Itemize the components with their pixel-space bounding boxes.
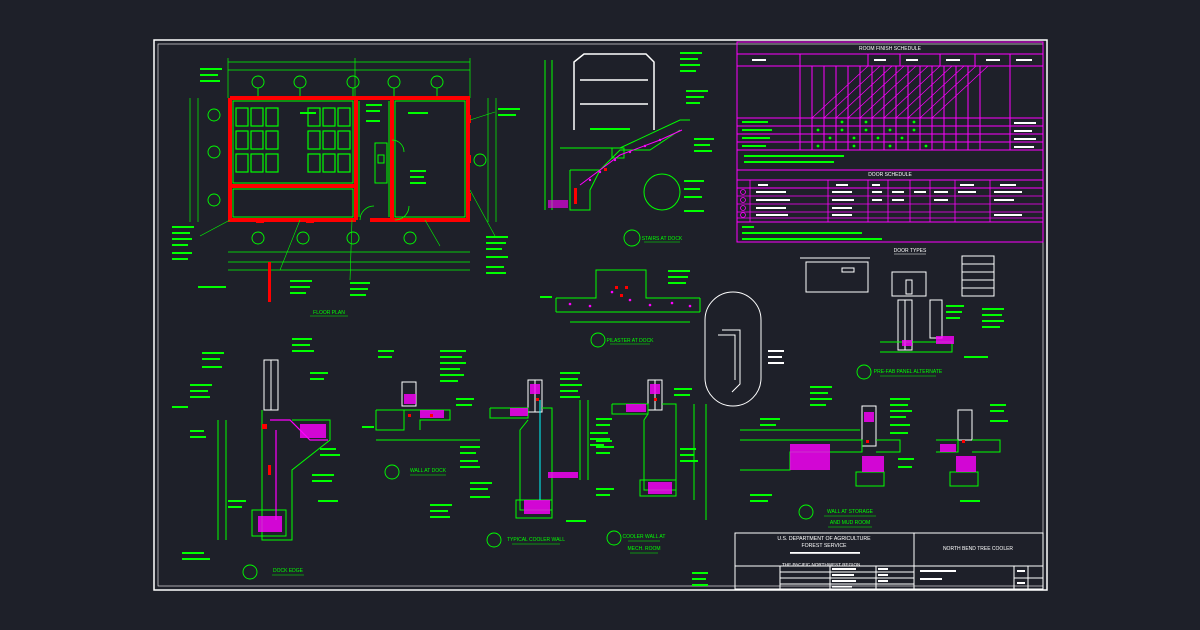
region-name: THE PACIFIC NORTHWEST REGION [782, 562, 860, 567]
sheet-border [153, 39, 1048, 591]
stairs-at-dock-detail: STAIRS AT DOCK [544, 52, 714, 247]
mech-room-title: MECH. ROOM [627, 546, 660, 552]
dock-edge-detail: DOCK EDGE [172, 338, 340, 580]
wall-at-dock-title: WALL AT DOCK [410, 468, 447, 474]
stairs-at-dock-title: STAIRS AT DOCK [642, 236, 683, 242]
door-schedule-title: DOOR SCHEDULE [868, 172, 912, 178]
wall-at-dock-detail: WALL AT DOCK [362, 350, 480, 480]
floor-plan: FLOOR PLAN [172, 58, 520, 317]
cooler-wall-at-mech-room-detail: COOLER WALL AT MECH. ROOM [590, 379, 708, 586]
dock-edge-title: DOCK EDGE [273, 568, 304, 574]
sheet-inner-border [157, 43, 1044, 587]
agency-name: U.S. DEPARTMENT OF AGRICULTURE [777, 536, 871, 542]
typical-cooler-wall-detail: TYPICAL COOLER WALL [430, 372, 614, 548]
room-finish-schedule-title: ROOM FINISH SCHEDULE [859, 46, 922, 52]
wall-at-storage-title: WALL AT STORAGE [827, 509, 874, 515]
door-types-title: DOOR TYPES [894, 248, 927, 254]
door-schedule: DOOR SCHEDULE [737, 172, 1043, 222]
typical-cooler-wall-title: TYPICAL COOLER WALL [507, 537, 565, 543]
floor-plan-title: FLOOR PLAN [313, 310, 345, 316]
and-mud-room-title: AND MUD ROOM [830, 520, 870, 526]
door-types: DOOR TYPES [800, 248, 995, 297]
enlarged-detail-callout [704, 291, 784, 407]
agency-service: FOREST SERVICE [801, 543, 847, 549]
project-title: NORTH BEND TREE COOLER [943, 546, 1013, 552]
title-block: U.S. DEPARTMENT OF AGRICULTURE FOREST SE… [734, 532, 1044, 590]
pre-fab-panel-alternate-detail: PRE-FAB PANEL ALTERNATE [856, 299, 1004, 380]
pilaster-at-dock-title: PILASTER AT DOCK [606, 338, 654, 344]
pilaster-at-dock-detail: PILASTER AT DOCK [540, 269, 701, 348]
cooler-wall-at-title: COOLER WALL AT [623, 534, 666, 540]
room-finish-schedule: ROOM FINISH SCHEDULE [736, 41, 1044, 243]
pre-fab-panel-title: PRE-FAB PANEL ALTERNATE [874, 369, 943, 375]
wall-at-storage-detail: WALL AT STORAGE AND MUD ROOM [740, 386, 1008, 528]
